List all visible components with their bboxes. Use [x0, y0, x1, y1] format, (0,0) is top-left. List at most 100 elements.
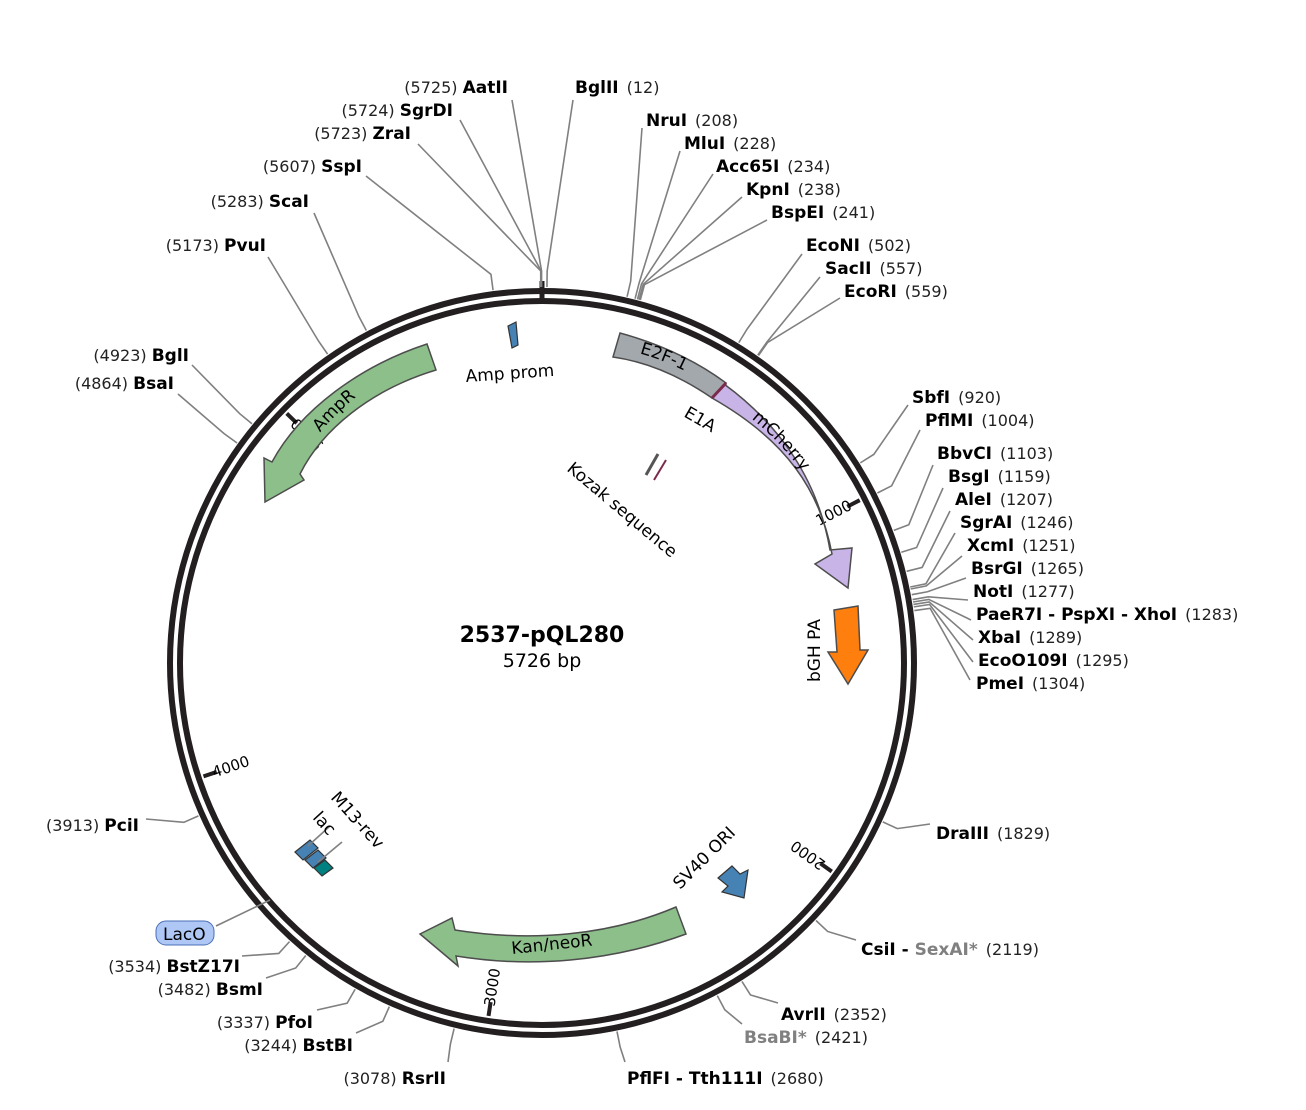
site-ecori[interactable]: EcoRI(559) [844, 282, 948, 302]
site-sacii[interactable]: SacII(557) [825, 259, 922, 279]
site-zrai[interactable]: (5723) ZraI [314, 124, 411, 144]
leader-pvui [267, 256, 329, 355]
site-noti[interactable]: NotI(1277) [973, 582, 1075, 602]
leader-bspei [639, 219, 768, 301]
site-alei[interactable]: AleI(1207) [955, 490, 1053, 510]
leader-csii- [815, 919, 857, 941]
feature-amp-prom[interactable] [507, 321, 519, 349]
site-mlui[interactable]: MluI(228) [684, 134, 776, 154]
site-pcii[interactable]: (3913) PciI [46, 816, 139, 836]
feature-sv40-ori[interactable] [717, 865, 749, 899]
site-xcmi[interactable]: XcmI(1251) [967, 536, 1075, 556]
leader-laco [215, 899, 271, 927]
backbone [167, 281, 917, 1038]
leader-pcii [145, 815, 199, 824]
leader-sbfi [859, 404, 909, 464]
tick-marks: 10002000300040005000 [202, 411, 861, 1017]
label-kozak: Kozak sequence [563, 459, 681, 563]
tick-label-4000: 4000 [210, 752, 252, 781]
plasmid-name: 2537-pQL280 [460, 623, 625, 648]
laco-badge[interactable] [155, 920, 215, 946]
restriction-sites: (5725) AatII (5724) SgrDI (5723) ZraI (5607… [46, 78, 1238, 1089]
tick-label-3000: 3000 [481, 967, 505, 1007]
leader-alei [906, 510, 951, 573]
leader-sgrai [910, 532, 956, 588]
site-econi[interactable]: EcoNI(502) [806, 236, 911, 256]
site-pflfi-tth111i[interactable]: PflFI - Tth111I(2680) [627, 1069, 824, 1089]
site-avrii[interactable]: AvrII(2352) [781, 1005, 887, 1025]
site-nrui[interactable]: NruI(208) [646, 111, 738, 131]
leader-scai [313, 212, 368, 331]
site-bsgi[interactable]: BsgI(1159) [948, 467, 1051, 487]
site-bstz17i[interactable]: (3534) BstZ17I [108, 957, 240, 977]
leader-bglii [546, 99, 574, 288]
site-sgrdi[interactable]: (5724) SgrDI [341, 101, 453, 121]
feature-m13-rev[interactable] [313, 859, 334, 877]
site-bsmi[interactable]: (3482) BsmI [158, 980, 263, 1000]
site-bgli[interactable]: (4923) BglI [93, 346, 189, 366]
tick-1000 [846, 498, 861, 509]
leader-bstbi [355, 1006, 391, 1034]
leader-bstz17i [241, 941, 291, 957]
feature-lac-2[interactable] [304, 849, 327, 869]
leader-sacii [757, 276, 821, 356]
site-kpni[interactable]: KpnI(238) [746, 180, 841, 200]
leader-xcmi [910, 555, 963, 590]
site-paer7i-pspxi-xhoi[interactable]: PaeR7I - PspXI - XhoI(1283) [976, 605, 1238, 625]
leader-econi [738, 253, 803, 344]
site-bbvci[interactable]: BbvCI(1103) [937, 444, 1053, 464]
site-pvui[interactable]: (5173) PvuI [166, 236, 266, 256]
site-csii[interactable]: CsiI - SexAI*(2119) [861, 940, 1039, 960]
tick-label-1000: 1000 [813, 496, 855, 529]
site-bsai[interactable]: (4864) BsaI [75, 374, 174, 394]
leader-paer7i-pspxi-xhoi [912, 598, 972, 621]
site-sbfi[interactable]: SbfI(920) [912, 388, 1001, 408]
leader-aatii [511, 99, 543, 288]
label-lac: lac [308, 808, 339, 840]
label-bgh: bGH PA [805, 619, 825, 682]
site-pmei[interactable]: PmeI(1304) [976, 674, 1085, 694]
site-pflmi[interactable]: PflMI(1004) [925, 411, 1035, 431]
leader-ecoo109i [913, 603, 974, 663]
site-bspei[interactable]: BspEI(241) [771, 203, 875, 223]
site-bglii[interactable]: BglII(12) [575, 78, 659, 98]
feature-bgh[interactable] [826, 605, 870, 686]
site-bsabi[interactable]: BsaBI*(2421) [744, 1028, 868, 1048]
site-acc65i[interactable]: Acc65I(234) [716, 157, 830, 177]
leader-kpni [638, 196, 743, 300]
leader-pflmi [877, 429, 921, 494]
site-xbai[interactable]: XbaI(1289) [978, 628, 1082, 648]
site-draiii[interactable]: DraIII(1829) [936, 824, 1050, 844]
feature-ampr[interactable] [263, 343, 437, 504]
site-pfoi[interactable]: (3337) PfoI [217, 1013, 313, 1033]
feature-lac[interactable] [294, 839, 319, 861]
leader-pmei [914, 607, 971, 681]
leader-bsabi- [716, 995, 743, 1025]
feature-mcherry[interactable] [710, 382, 853, 590]
label-amp-prom: Amp prom [465, 361, 555, 387]
leader-mlui [634, 150, 681, 299]
site-ecoo109i[interactable]: EcoO109I(1295) [978, 651, 1129, 671]
leader-bsmi [265, 955, 307, 979]
leader-draiii [882, 821, 931, 830]
leader-noti [912, 596, 969, 601]
leader-nrui [626, 127, 643, 297]
leader-lac [307, 825, 331, 847]
site-leaders [145, 99, 974, 1063]
label-laco: LacO [163, 925, 206, 945]
leader-ecori [757, 297, 841, 357]
site-sspi[interactable]: (5607) SspI [263, 157, 362, 177]
leader-avrii [741, 980, 779, 1004]
site-bstbi[interactable]: (3244) BstBI [244, 1036, 353, 1056]
leader-bsrgi [911, 577, 967, 596]
feature-kanr[interactable] [418, 906, 687, 968]
leader-pflfi-tth111i [616, 1031, 626, 1063]
site-sgrai[interactable]: SgrAI(1246) [960, 513, 1073, 533]
site-scai[interactable]: (5283) ScaI [211, 192, 309, 212]
tick-4000 [202, 770, 218, 779]
site-aatii[interactable]: (5725) AatII [404, 78, 508, 98]
leader-m13 [317, 841, 343, 863]
site-bsrgi[interactable]: BsrGI(1265) [971, 559, 1084, 579]
site-rsrii[interactable]: (3078) RsrII [343, 1069, 446, 1089]
